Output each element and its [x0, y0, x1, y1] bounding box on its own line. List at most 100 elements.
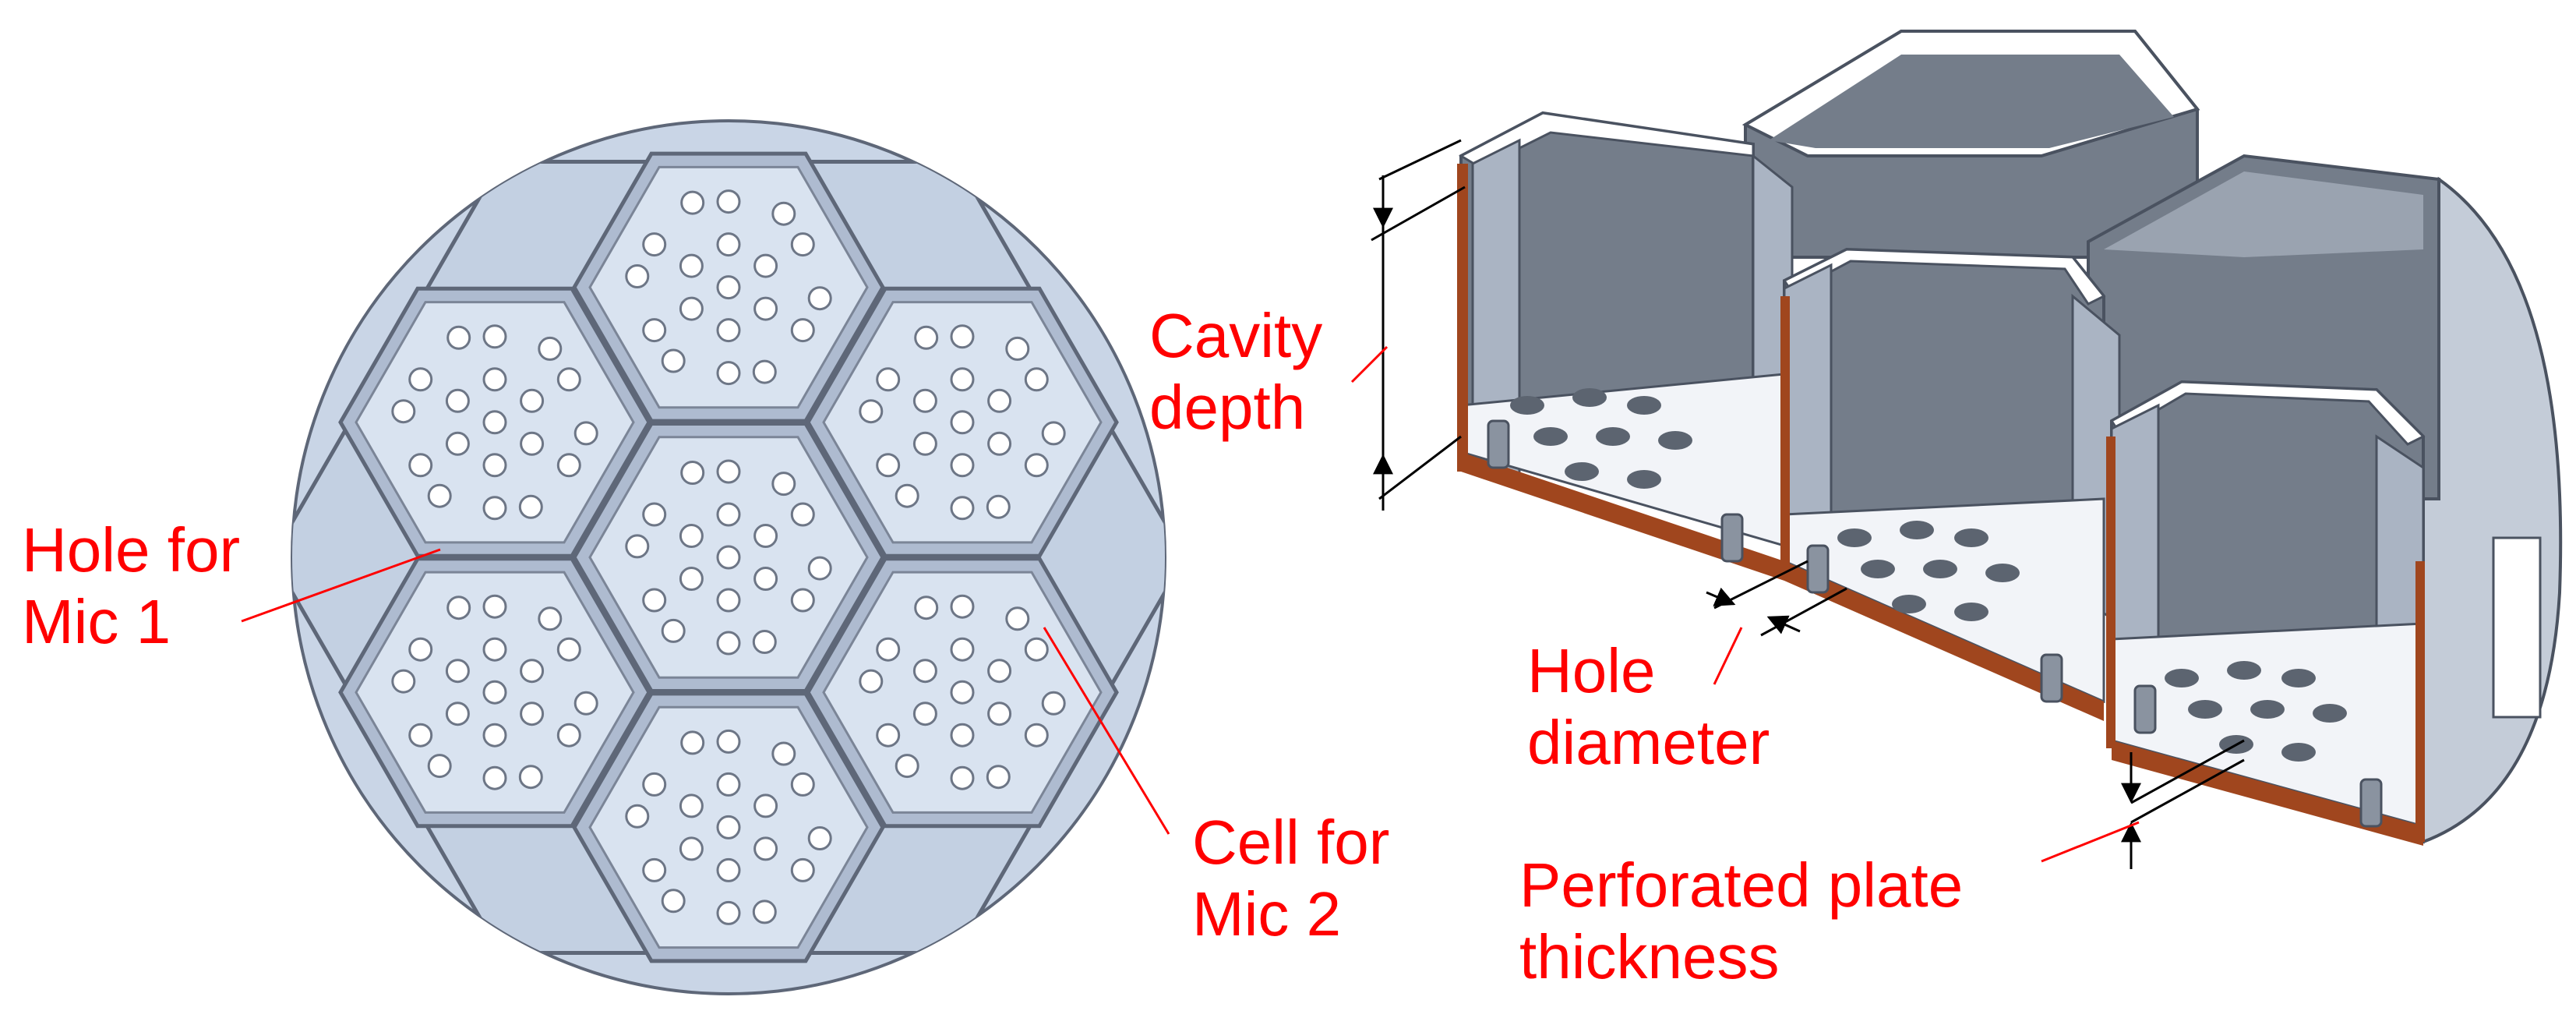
perforation-hole	[642, 232, 667, 257]
perforation-hole	[753, 567, 778, 591]
perforation-hole	[679, 567, 704, 591]
perforation-hole	[807, 556, 832, 581]
plate-hole	[1923, 560, 1957, 578]
perforation-hole	[520, 388, 545, 413]
perforation-hole	[445, 388, 470, 413]
perforation-hole	[680, 190, 705, 215]
perforation-hole	[771, 741, 796, 766]
perforation-hole	[642, 502, 667, 527]
perforation-hole	[642, 588, 667, 613]
perforation-hole	[914, 325, 939, 350]
perforation-hole	[716, 275, 741, 300]
perforation-hole	[752, 900, 777, 924]
perforation-hole	[716, 361, 741, 386]
perforation-hole	[950, 453, 975, 478]
label-line: Hole	[1527, 636, 1656, 705]
plate-hole	[1533, 427, 1568, 446]
perforation-hole	[482, 594, 507, 619]
perforation-hole	[679, 296, 704, 321]
perforation-hole	[753, 253, 778, 278]
perforation-hole	[661, 618, 686, 643]
perforation-hole	[625, 534, 650, 559]
perforation-hole	[912, 702, 937, 726]
perforation-hole	[573, 691, 598, 716]
perforation-hole	[679, 524, 704, 548]
perforation-hole	[950, 324, 975, 349]
perforation-hole	[752, 630, 777, 654]
perforation-hole	[716, 900, 741, 925]
perforation-hole	[482, 496, 507, 521]
perforation-hole	[661, 348, 686, 373]
disc-top-view	[291, 119, 1166, 995]
plate-hole	[2227, 661, 2261, 680]
perforation-hole	[987, 388, 1012, 413]
perforation-hole	[1005, 336, 1030, 361]
perforation-hole	[556, 367, 581, 392]
perforation-hole	[986, 765, 1011, 790]
perforation-hole	[408, 723, 433, 748]
perforation-hole	[716, 729, 741, 754]
perforation-hole	[482, 637, 507, 662]
perforation-hole	[807, 826, 832, 850]
perforation-hole	[912, 388, 937, 413]
perforation-hole	[1024, 723, 1049, 748]
perforation-hole	[771, 472, 796, 497]
plate-hole	[1900, 521, 1934, 539]
perforation-hole	[680, 461, 705, 485]
perforation-hole	[752, 359, 777, 384]
perforation-hole	[716, 545, 741, 570]
perforation-hole	[679, 793, 704, 818]
perforation-hole	[520, 659, 545, 684]
perforation-hole	[950, 723, 975, 748]
perforation-hole	[950, 680, 975, 705]
label-cavity-depth: Cavity depth	[1149, 300, 1322, 444]
perforation-hole	[950, 496, 975, 521]
plate-hole	[2188, 700, 2222, 719]
perforation-hole	[482, 410, 507, 435]
perforation-hole	[790, 772, 815, 797]
perforation-hole	[482, 723, 507, 748]
perforation-hole	[876, 637, 901, 662]
perforation-hole	[716, 232, 741, 257]
plate-hole	[1892, 595, 1926, 613]
perforation-hole	[716, 189, 741, 214]
perforation-hole	[446, 596, 471, 620]
perforation-hole	[661, 889, 686, 914]
perforation-hole	[482, 324, 507, 349]
perforation-hole	[1005, 606, 1030, 631]
label-line: Mic 2	[1192, 879, 1342, 949]
perforation-hole	[556, 637, 581, 662]
label-hole-for-mic-1: Hole for Mic 1	[22, 514, 240, 658]
perforation-hole	[912, 659, 937, 684]
label-line: Hole for	[22, 515, 241, 585]
honeycomb-iso-view	[1457, 30, 2563, 846]
perforation-hole	[520, 431, 545, 456]
label-line: Mic 1	[22, 587, 171, 656]
perforation-hole	[790, 502, 815, 527]
perforation-hole	[753, 296, 778, 321]
leader-line-icon	[241, 345, 2140, 863]
perforation-hole	[950, 594, 975, 619]
perforation-hole	[679, 836, 704, 861]
perforation-hole	[642, 857, 667, 882]
plate-hole	[2165, 669, 2199, 687]
perforation-hole	[987, 659, 1012, 684]
perforation-hole	[482, 367, 507, 392]
perforation-hole	[518, 494, 543, 519]
perforation-hole	[642, 318, 667, 343]
perforation-hole	[859, 399, 884, 424]
perforation-hole	[987, 431, 1012, 456]
plate-hole	[1596, 427, 1630, 446]
perforation-hole	[859, 669, 884, 694]
perforation-hole	[950, 765, 975, 790]
perforation-hole	[950, 367, 975, 392]
plate-hole	[1510, 396, 1544, 415]
plate-hole	[1954, 603, 1988, 621]
perforation-hole	[771, 201, 796, 226]
perforation-hole	[950, 637, 975, 662]
perforation-hole	[716, 815, 741, 839]
perforation-hole	[987, 702, 1012, 726]
plate-hole	[1658, 431, 1692, 450]
